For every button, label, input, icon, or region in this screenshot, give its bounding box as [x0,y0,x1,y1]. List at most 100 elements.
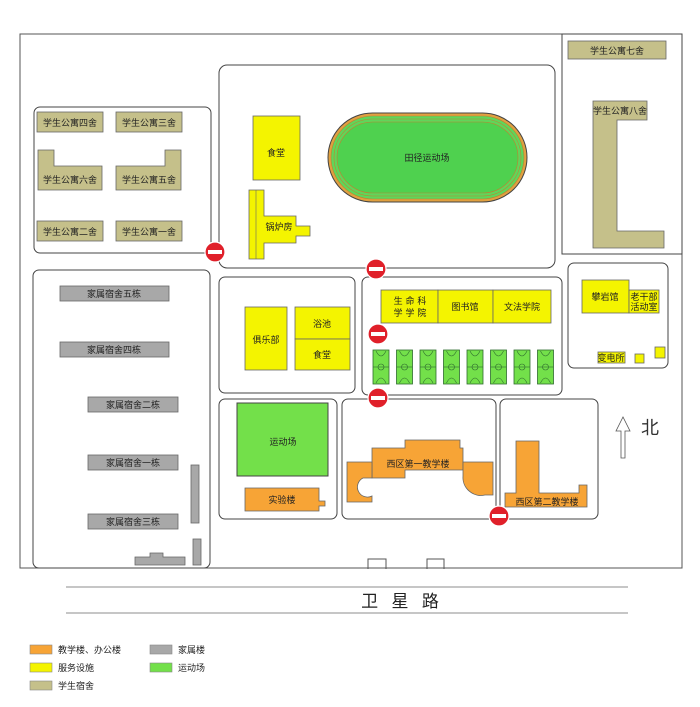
legend-label-service: 服务设施 [58,662,94,674]
svg-text:田径运动场: 田径运动场 [404,152,449,164]
legend-label-dorm: 学生宿舍 [58,680,94,692]
svg-text:西区第二教学楼: 西区第二教学楼 [515,496,578,508]
family-five[interactable]: 家属宿舍五栋 [59,285,170,302]
canteen[interactable]: 食堂 [294,338,351,371]
basketball-court [490,349,507,385]
svg-text:食堂: 食堂 [267,147,285,159]
gate-west [367,558,387,569]
block-dorm-east [561,33,683,255]
legend: 教学楼、办公楼 家属楼 服务设施 运动场 学生宿舍 [29,644,205,692]
lab-building[interactable]: 实验楼 [244,487,326,512]
svg-text:家属宿舍三栋: 家属宿舍三栋 [106,516,160,528]
basketball-court [466,349,484,385]
family-three[interactable]: 家属宿舍三栋 [87,513,179,530]
block-teaching-one [341,398,497,520]
family-two[interactable]: 家属宿舍二栋 [87,396,179,413]
svg-text:学生公寓二舍: 学生公寓二舍 [43,226,97,238]
small-service-building [634,353,645,364]
sports-field[interactable]: 运动场 [236,402,329,477]
no-entry-icon [365,258,387,280]
family-one[interactable]: 家属宿舍一栋 [87,454,179,471]
block-club [218,276,356,394]
library[interactable]: 图书馆 [437,289,494,324]
svg-text:实验楼: 实验楼 [268,494,295,506]
legend-label-family: 家属楼 [178,644,205,656]
north-arrow-icon [615,416,631,459]
legend-label-sports: 运动场 [178,663,205,674]
svg-text:变电所: 变电所 [597,352,624,364]
dorm-six[interactable]: 学生公寓六舍 [37,149,103,191]
svg-text:学生公寓五舍: 学生公寓五舍 [122,174,176,186]
substation[interactable]: 变电所 [597,351,626,364]
svg-text:食堂: 食堂 [313,349,331,361]
family-annex-low [134,552,186,566]
no-entry-icon [367,387,389,409]
block-field [218,398,338,520]
svg-text:生 命 科: 生 命 科 [394,295,427,307]
block-family [32,269,211,569]
svg-text:浴池: 浴池 [313,318,331,330]
svg-text:文法学院: 文法学院 [504,301,540,313]
bath-house[interactable]: 浴池 [294,306,351,340]
dorm-one[interactable]: 学生公寓一舍 [115,220,183,242]
life-science-college[interactable]: 生 命 科 学 学 院 [380,289,439,324]
boiler-room[interactable]: 锅炉房 [248,189,311,260]
svg-text:家属宿舍一栋: 家属宿舍一栋 [106,457,160,469]
basketball-court [443,349,460,385]
first-teaching-building[interactable]: 西区第一教学楼 [346,439,494,503]
svg-text:学生公寓六舍: 学生公寓六舍 [43,174,97,186]
dorm-five[interactable]: 学生公寓五舍 [115,149,182,191]
small-service-building [654,346,666,359]
block-panyan [567,262,669,369]
svg-text:攀岩馆: 攀岩馆 [591,291,618,303]
legend-swatch-sports [149,662,173,673]
svg-text:俱乐部: 俱乐部 [252,334,279,346]
block-track [218,64,556,269]
legend-label-teaching: 教学楼、办公楼 [58,644,121,656]
dorm-eight[interactable]: 学生公寓八舍 [592,100,665,249]
svg-text:运动场: 运动场 [269,437,296,448]
elderly-activity-room[interactable]: 老干部 活动室 [628,289,660,314]
family-four[interactable]: 家属宿舍四栋 [59,341,170,358]
dorm-three[interactable]: 学生公寓三舍 [115,111,183,133]
svg-text:学生公寓八舍: 学生公寓八舍 [593,105,647,117]
svg-text:学生公寓四舍: 学生公寓四舍 [43,117,97,129]
svg-text:学生公寓一舍: 学生公寓一舍 [122,226,176,238]
law-college[interactable]: 文法学院 [492,289,552,324]
basketball-court [537,349,554,385]
climbing-hall[interactable]: 攀岩馆 [581,279,630,314]
north-label: 北 [641,418,659,439]
legend-swatch-teaching [29,644,53,655]
dorm-seven[interactable]: 学生公寓七舍 [567,40,667,60]
no-entry-icon [488,505,510,527]
basketball-court [396,349,413,385]
svg-text:学生公寓三舍: 学生公寓三舍 [122,117,176,129]
svg-text:家属宿舍五栋: 家属宿舍五栋 [87,288,141,300]
basketball-courts[interactable] [372,349,554,385]
basketball-court [372,349,390,385]
block-dorm-west [33,106,212,254]
legend-swatch-dorm [29,680,53,691]
dorm-two[interactable]: 学生公寓二舍 [36,220,104,242]
legend-swatch-family [149,644,173,655]
svg-text:活动室: 活动室 [630,301,657,313]
second-teaching-building[interactable]: 西区第二教学楼 [504,440,588,508]
gate-east [426,558,445,569]
legend-swatch-service [29,662,53,673]
club[interactable]: 俱乐部 [244,306,288,371]
block-colleges [361,276,563,396]
no-entry-icon [367,323,389,345]
svg-text:学 学 院: 学 学 院 [394,307,427,319]
basketball-court [513,349,531,385]
track-field[interactable]: 田径运动场 [327,112,528,203]
canteen-north[interactable]: 食堂 [252,115,301,181]
road-name: 卫 星 路 [361,592,443,612]
campus-boundary [19,33,683,569]
svg-text:西区第一教学楼: 西区第一教学楼 [386,458,449,470]
family-annex-tall [190,464,200,524]
dorm-four[interactable]: 学生公寓四舍 [36,111,104,133]
svg-text:家属宿舍二栋: 家属宿舍二栋 [106,399,160,411]
svg-text:家属宿舍四栋: 家属宿舍四栋 [87,344,141,356]
no-entry-icon [204,241,226,263]
